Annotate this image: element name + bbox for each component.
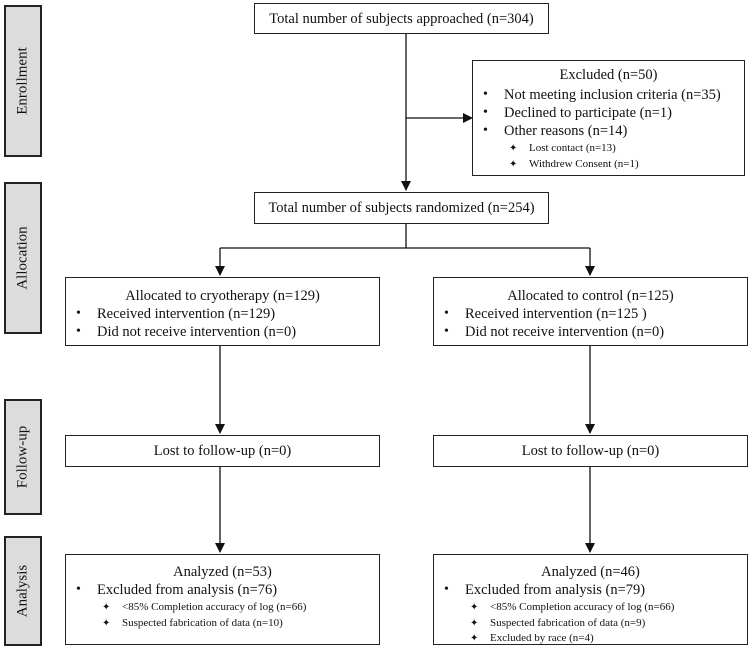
allocation-control-list: Received intervention (n=125 ) Did not r… (434, 305, 747, 341)
stage-enrollment: Enrollment (4, 5, 42, 157)
excluded-sub-lost-contact: Lost contact (n=13) (473, 141, 744, 157)
analysis-control-excluded: Excluded from analysis (n=79) (434, 581, 747, 599)
allocation-control-box: Allocated to control (n=125) Received in… (433, 277, 748, 346)
stage-followup: Follow-up (4, 399, 42, 515)
analysis-control-box: Analyzed (n=46) Excluded from analysis (… (433, 554, 748, 647)
stage-allocation-label: Allocation (14, 226, 31, 290)
stage-analysis: Analysis (4, 536, 42, 646)
randomized-text: Total number of subjects randomized (n=2… (268, 200, 535, 216)
excluded-other-sublist: Lost contact (n=13) Withdrew Consent (n=… (473, 141, 744, 172)
allocation-control-not-received: Did not receive intervention (n=0) (434, 323, 747, 341)
stage-enrollment-label: Enrollment (14, 47, 31, 115)
randomized-box: Total number of subjects randomized (n=2… (254, 192, 549, 224)
excluded-reason-inclusion: Not meeting inclusion criteria (n=35) (473, 86, 744, 104)
excluded-reasons-list: Not meeting inclusion criteria (n=35) De… (473, 86, 744, 140)
excluded-title: Excluded (n=50) (559, 67, 658, 83)
analysis-cryo-excluded: Excluded from analysis (n=76) (66, 581, 379, 599)
followup-cryo-box: Lost to follow-up (n=0) (65, 435, 380, 467)
followup-cryo-text: Lost to follow-up (n=0) (153, 443, 292, 459)
excluded-reason-declined: Declined to participate (n=1) (473, 104, 744, 122)
excluded-sub-withdrew: Withdrew Consent (n=1) (473, 157, 744, 173)
analysis-cryo-sub-accuracy: <85% Completion accuracy of log (n=66) (66, 600, 379, 616)
allocation-cryo-box: Allocated to cryotherapy (n=129) Receive… (65, 277, 380, 346)
allocation-cryo-not-received: Did not receive intervention (n=0) (66, 323, 379, 341)
analysis-cryo-sub-fabrication: Suspected fabrication of data (n=10) (66, 616, 379, 632)
analysis-control-sub-fabrication: Suspected fabrication of data (n=9) (434, 616, 747, 632)
stage-allocation: Allocation (4, 182, 42, 334)
analysis-control-title: Analyzed (n=46) (541, 564, 640, 580)
analysis-control-sub-accuracy: <85% Completion accuracy of log (n=66) (434, 600, 747, 616)
stage-analysis-label: Analysis (14, 564, 31, 618)
allocation-control-received: Received intervention (n=125 ) (434, 305, 747, 323)
allocation-cryo-received: Received intervention (n=129) (66, 305, 379, 323)
analysis-cryo-title: Analyzed (n=53) (173, 564, 272, 580)
analysis-cryo-list: Excluded from analysis (n=76) (66, 581, 379, 599)
followup-control-box: Lost to follow-up (n=0) (433, 435, 748, 467)
approached-text: Total number of subjects approached (n=3… (269, 10, 534, 27)
allocation-cryo-list: Received intervention (n=129) Did not re… (66, 305, 379, 341)
analysis-cryo-box: Analyzed (n=53) Excluded from analysis (… (65, 554, 380, 645)
analysis-control-list: Excluded from analysis (n=79) (434, 581, 747, 599)
allocation-control-title: Allocated to control (n=125) (507, 288, 674, 304)
excluded-box: Excluded (n=50) Not meeting inclusion cr… (472, 60, 745, 176)
excluded-reason-other: Other reasons (n=14) (473, 122, 744, 140)
analysis-control-sublist: <85% Completion accuracy of log (n=66) S… (434, 600, 747, 647)
analysis-cryo-sublist: <85% Completion accuracy of log (n=66) S… (66, 600, 379, 631)
followup-control-text: Lost to follow-up (n=0) (521, 443, 660, 459)
allocation-cryo-title: Allocated to cryotherapy (n=129) (125, 288, 320, 304)
analysis-control-sub-race: Excluded by race (n=4) (434, 631, 747, 647)
stage-followup-label: Follow-up (14, 425, 31, 489)
approached-box: Total number of subjects approached (n=3… (254, 3, 549, 34)
